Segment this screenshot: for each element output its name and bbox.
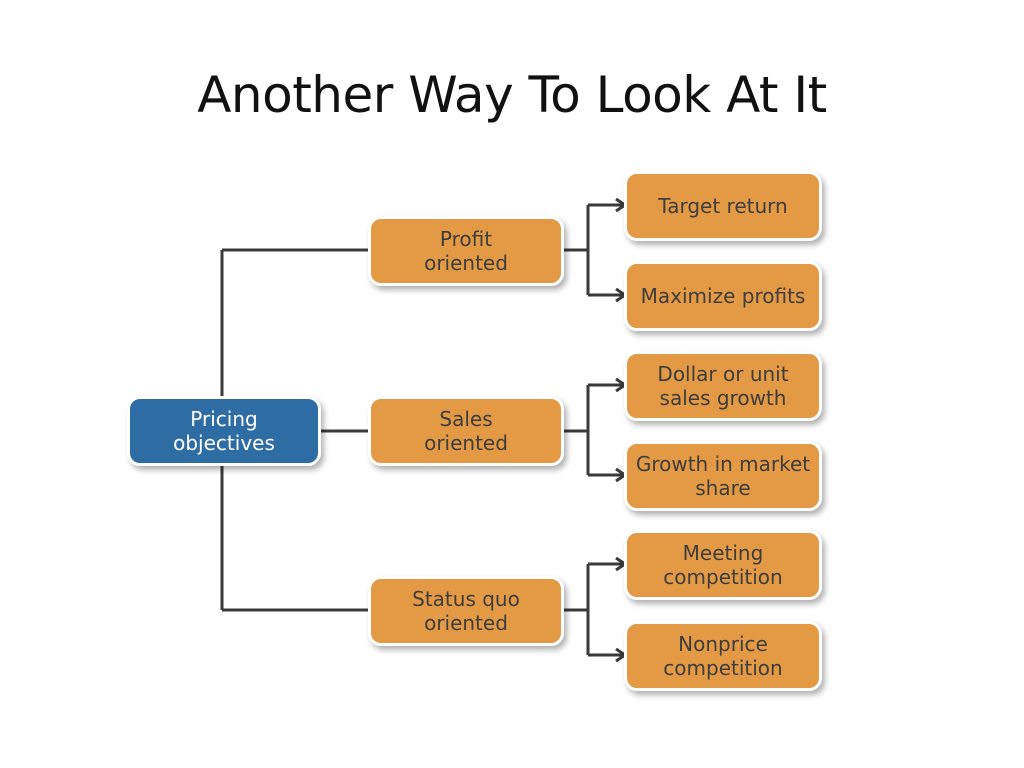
node-sales-oriented-label: Sales oriented	[424, 407, 508, 455]
node-maximize-profits: Maximize profits	[624, 261, 822, 331]
node-target-return: Target return	[624, 171, 822, 241]
node-meeting-competition: Meeting competition	[624, 530, 822, 600]
node-dollar-unit-sales-growth-label: Dollar or unit sales growth	[657, 362, 789, 410]
node-profit-oriented: Profit oriented	[368, 216, 564, 286]
node-dollar-unit-sales-growth: Dollar or unit sales growth	[624, 351, 822, 421]
node-status-quo-oriented: Status quo oriented	[368, 576, 564, 646]
slide-title: Another Way To Look At It	[197, 66, 827, 124]
node-nonprice-competition: Nonprice competition	[624, 621, 822, 691]
node-target-return-label: Target return	[658, 194, 788, 218]
node-meeting-competition-label: Meeting competition	[663, 541, 783, 589]
node-growth-market-share: Growth in market share	[624, 441, 822, 511]
node-profit-oriented-label: Profit oriented	[424, 227, 508, 275]
node-nonprice-competition-label: Nonprice competition	[663, 632, 783, 680]
node-growth-market-share-label: Growth in market share	[635, 452, 811, 500]
node-pricing-objectives: Pricing objectives	[127, 396, 321, 466]
node-status-quo-oriented-label: Status quo oriented	[412, 587, 520, 635]
node-sales-oriented: Sales oriented	[368, 396, 564, 466]
node-pricing-objectives-label: Pricing objectives	[173, 407, 275, 455]
node-maximize-profits-label: Maximize profits	[640, 284, 806, 308]
